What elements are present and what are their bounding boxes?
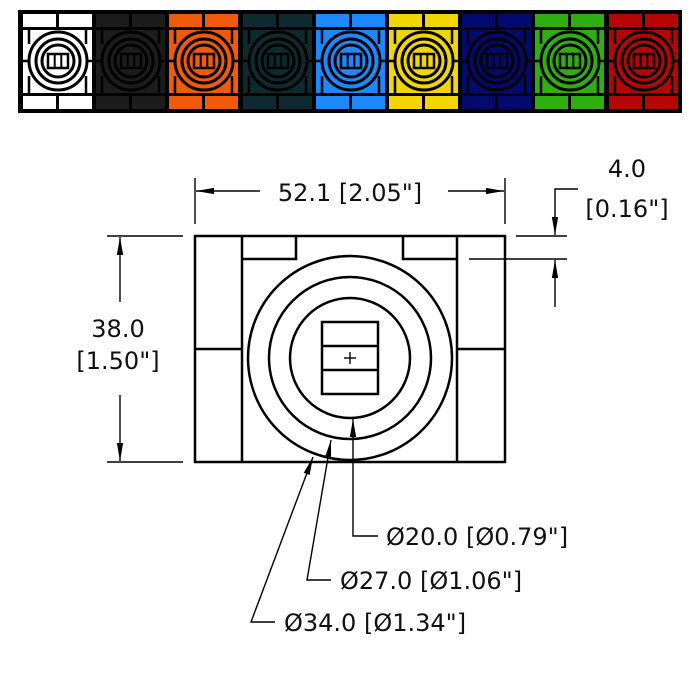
color-tile-yellow — [389, 14, 458, 109]
notch-dimension — [469, 188, 578, 307]
width-dimension — [194, 178, 506, 224]
color-tile-navy — [462, 14, 532, 109]
ring-mid — [267, 275, 433, 441]
center-crosshair-icon — [344, 352, 356, 364]
color-tile-white — [23, 14, 92, 109]
width-label: 52.1 [2.05"] — [278, 179, 422, 207]
housing-body — [193, 234, 507, 464]
diameter-leaders — [249, 419, 378, 623]
height-dimension — [107, 235, 183, 463]
color-tile-dark-teal — [242, 14, 312, 109]
diameter-outer-label: Ø34.0 [Ø1.34"] — [284, 609, 466, 637]
diameter-inner-label: Ø20.0 [Ø0.79"] — [386, 523, 568, 551]
height-label-mm: 38.0 — [91, 315, 144, 343]
color-tile-orange — [169, 14, 239, 109]
diameter-mid-label: Ø27.0 [Ø1.06"] — [340, 567, 522, 595]
ring-outer — [246, 254, 454, 462]
concentric-rings — [246, 254, 454, 462]
notch-label-mm: 4.0 — [608, 155, 646, 183]
color-options-strip — [18, 10, 682, 113]
color-tile-green — [535, 14, 605, 109]
center-lamp-block — [320, 320, 380, 396]
color-tile-blue — [315, 14, 385, 109]
color-tile-red — [608, 14, 678, 109]
ring-inner — [288, 296, 412, 420]
color-tile-black — [96, 14, 166, 109]
height-label-in: [1.50"] — [76, 347, 159, 375]
notch-label-in: [0.16"] — [585, 195, 668, 223]
